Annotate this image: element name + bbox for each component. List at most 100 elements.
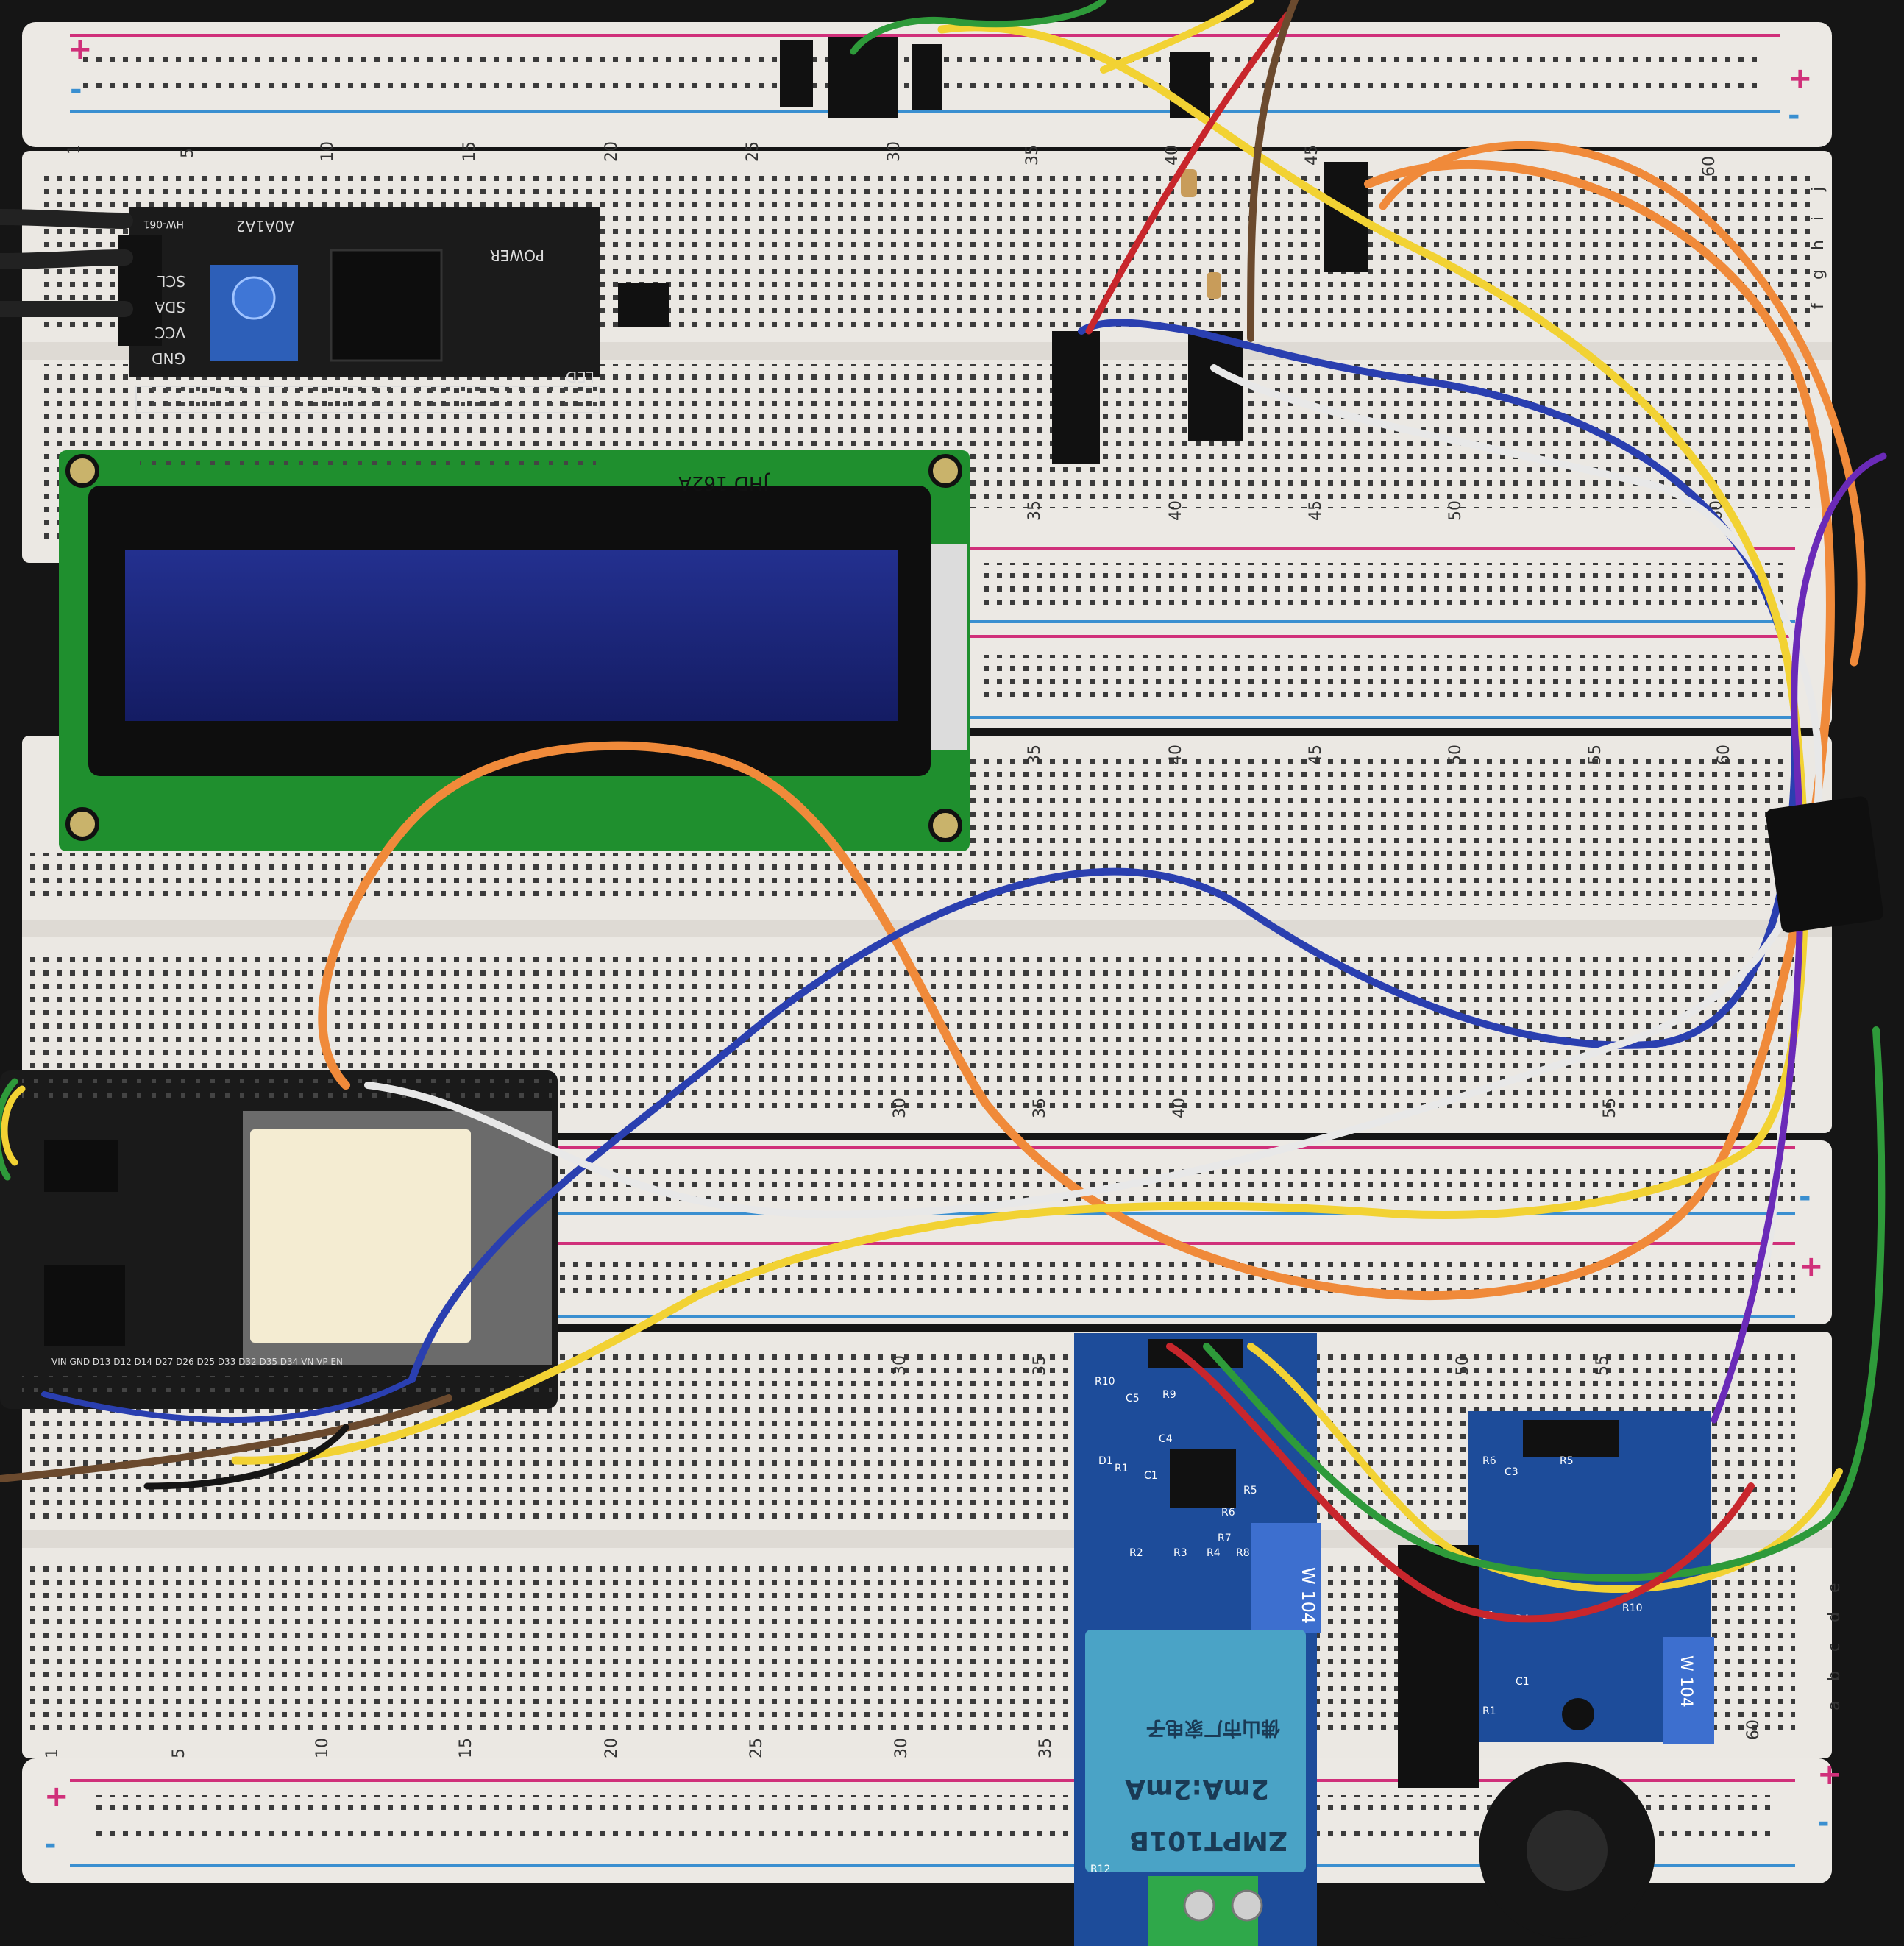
- screw-icon[interactable]: [1183, 1889, 1215, 1922]
- rail-plus-symbol: +: [1788, 62, 1813, 96]
- esp32-board: VIN GND D13 D12 D14 D27 D26 D25 D33 D32 …: [0, 1070, 558, 1409]
- rail-plus-symbol: +: [1799, 1250, 1824, 1284]
- component-ref: R1: [1482, 1705, 1496, 1717]
- pot-knob[interactable]: [232, 276, 276, 320]
- green-wire[interactable]: [0, 1078, 18, 1181]
- usb-serial-chip: [44, 1265, 125, 1346]
- yellow-wire[interactable]: [231, 23, 1809, 1465]
- component-ref: R2: [1129, 1547, 1143, 1559]
- column-number: 20: [603, 141, 621, 162]
- component-ref: C4: [1159, 1433, 1173, 1445]
- transformer-ratio-label: 2mA:2mA: [1125, 1774, 1269, 1804]
- column-number: 45: [1307, 500, 1325, 521]
- brown-wire[interactable]: [0, 1394, 452, 1482]
- jumper-header: [1188, 331, 1243, 441]
- green-wire[interactable]: [1203, 1026, 1886, 1582]
- rail-plus-symbol: +: [44, 1780, 69, 1814]
- row-letter: f: [1809, 302, 1827, 309]
- column-number: 40: [1167, 745, 1185, 765]
- pcf8574-chip: [330, 249, 443, 362]
- backlight-jumper[interactable]: [618, 283, 669, 327]
- column-number: 30: [891, 1098, 909, 1118]
- black-wire[interactable]: [143, 1424, 349, 1490]
- red-wire[interactable]: [1085, 11, 1291, 335]
- led-label: LED: [566, 368, 594, 386]
- component-ref: C5: [1126, 1393, 1140, 1405]
- row-letter: i: [1809, 216, 1827, 221]
- blue-wire[interactable]: [41, 1377, 415, 1424]
- rail-plus-symbol: +: [68, 32, 93, 66]
- component-ref: R6: [1221, 1507, 1235, 1519]
- row-letter: a: [1825, 1701, 1844, 1711]
- column-number: 25: [744, 141, 762, 162]
- column-number: 5: [170, 1748, 188, 1758]
- column-number: 60: [1715, 745, 1733, 765]
- column-number: 50: [1446, 500, 1465, 521]
- i2c-pin-label: VCC: [154, 324, 185, 341]
- zmpt101b-module: ZMPT101B 2mA:2mA 佛山市厂家电子 W 104 R10 C5 R9…: [1074, 1333, 1321, 1946]
- ct-clamp-hole: [1527, 1810, 1608, 1891]
- component-ref: R10: [1095, 1376, 1115, 1388]
- rail-minus-symbol: -: [70, 73, 82, 107]
- transformer-model-label: ZMPT101B: [1129, 1825, 1287, 1856]
- rail-minus-symbol: -: [1788, 99, 1800, 132]
- column-number: 10: [313, 1738, 332, 1758]
- orange-wire[interactable]: [318, 160, 1835, 1301]
- column-number: 35: [1031, 1355, 1049, 1376]
- lcd-model-label: JHD 162A: [678, 472, 770, 494]
- lcd-header: [140, 450, 596, 471]
- column-number: 30: [891, 1355, 909, 1376]
- brown-wire[interactable]: [1247, 0, 1299, 342]
- blue-wire[interactable]: [408, 327, 1800, 1383]
- lcd-backlight-tab: [931, 544, 967, 750]
- i2c-pin-label: GND: [152, 349, 185, 367]
- i2c-backpack-module: GND VCC SDA SCL A0A1A2 HW-061 POWER LED: [118, 207, 669, 413]
- yellow-wire[interactable]: [1, 1085, 26, 1166]
- mount-hole: [65, 807, 99, 841]
- column-number: 15: [461, 141, 479, 162]
- yellow-wire[interactable]: [1100, 0, 1254, 74]
- column-number: 1: [65, 144, 84, 155]
- row-letter: j: [1809, 187, 1827, 192]
- zmpt-potentiometer[interactable]: [1251, 1523, 1321, 1633]
- component-ref: R5: [1243, 1485, 1257, 1496]
- white-wire[interactable]: [364, 364, 1823, 1218]
- jumper-header: [828, 37, 898, 118]
- component-ref: R9: [1162, 1389, 1176, 1401]
- component-ref: C1: [1144, 1470, 1158, 1482]
- rail-holes: [559, 1162, 1795, 1204]
- rail-plus-symbol: +: [1817, 1758, 1842, 1791]
- red-wire[interactable]: [1166, 1343, 1755, 1623]
- current-sensor-potentiometer[interactable]: [1663, 1637, 1714, 1744]
- current-pot-label: W 104: [1677, 1655, 1695, 1708]
- column-number: 60: [1744, 1719, 1763, 1740]
- cable-tie: [1766, 796, 1883, 933]
- green-wire[interactable]: [850, 0, 1107, 55]
- connectors: [780, 37, 1368, 464]
- column-number: 45: [1303, 145, 1321, 166]
- column-number: 15: [457, 1738, 475, 1758]
- jumper-header: [1052, 331, 1100, 464]
- screw-icon[interactable]: [1231, 1889, 1263, 1922]
- component-ref: R3: [1173, 1547, 1187, 1559]
- zmpt-pot-label: W 104: [1298, 1567, 1318, 1624]
- column-number: 25: [747, 1738, 766, 1758]
- row-letter: d: [1825, 1612, 1844, 1622]
- bottom-power-rail: [22, 1758, 1832, 1883]
- voltage-regulator: [44, 1140, 118, 1192]
- component-ref: R12: [1090, 1864, 1111, 1875]
- component-ref: R4: [1207, 1547, 1221, 1559]
- esp32-pin-labels: VIN GND D13 D12 D14 D27 D26 D25 D33 D32 …: [51, 1357, 343, 1367]
- column-number: 35: [1031, 1098, 1049, 1118]
- resistor: [1207, 272, 1221, 299]
- ribbon-cable[interactable]: [0, 209, 133, 318]
- i2c-address-label: A0A1A2: [236, 217, 294, 235]
- component-ref: R6: [1482, 1455, 1496, 1467]
- i2c-pin-label: SCL: [157, 272, 185, 290]
- orange-wire[interactable]: [1379, 141, 1866, 667]
- component-ref: D1: [1098, 1455, 1113, 1467]
- row-letter: h: [1809, 240, 1827, 250]
- component-ref: R10: [1622, 1602, 1643, 1614]
- column-number: 45: [1307, 745, 1325, 765]
